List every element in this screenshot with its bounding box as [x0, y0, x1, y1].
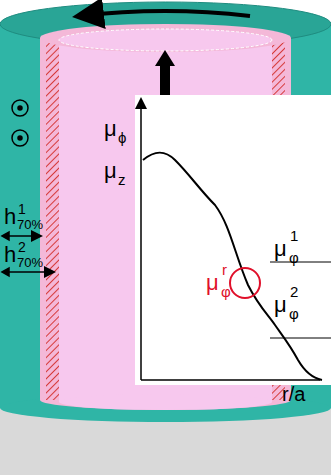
dimension-arrows [2, 232, 53, 276]
y-axis [140, 100, 142, 380]
x-axis [141, 379, 320, 381]
level-superscript: 2 [290, 284, 298, 299]
axis-subscript: z [118, 172, 126, 187]
axis-subscript: ϕ [118, 130, 126, 145]
hatched-band [46, 40, 59, 400]
level-superscript: 1 [290, 228, 298, 243]
ratio-superscript: r [222, 262, 227, 277]
plot-area [135, 95, 331, 385]
ratio-label: μ [206, 272, 219, 294]
outer-cylinder [0, 24, 331, 408]
width-superscript: 2 [18, 240, 26, 254]
level-subscript: φ [289, 250, 299, 265]
level-line [270, 262, 331, 263]
width-superscript: 1 [18, 202, 26, 216]
level-line [270, 338, 331, 339]
width-label: h [4, 244, 16, 266]
width-subscript: 70% [17, 256, 43, 269]
width-subscript: 70% [17, 218, 43, 231]
axis-label: μ [104, 160, 117, 182]
axis-label: μ [104, 118, 117, 140]
width-label: h [4, 206, 16, 228]
highlight-circle [230, 268, 260, 298]
ratio-subscript: φ [221, 284, 231, 299]
level-label: μ [274, 238, 287, 260]
level-label: μ [274, 294, 287, 316]
axis-label: r/a [282, 384, 305, 404]
profile-curve [143, 153, 322, 381]
ground [0, 395, 331, 475]
level-subscript: φ [289, 306, 299, 321]
rotation-arrow [80, 11, 250, 16]
